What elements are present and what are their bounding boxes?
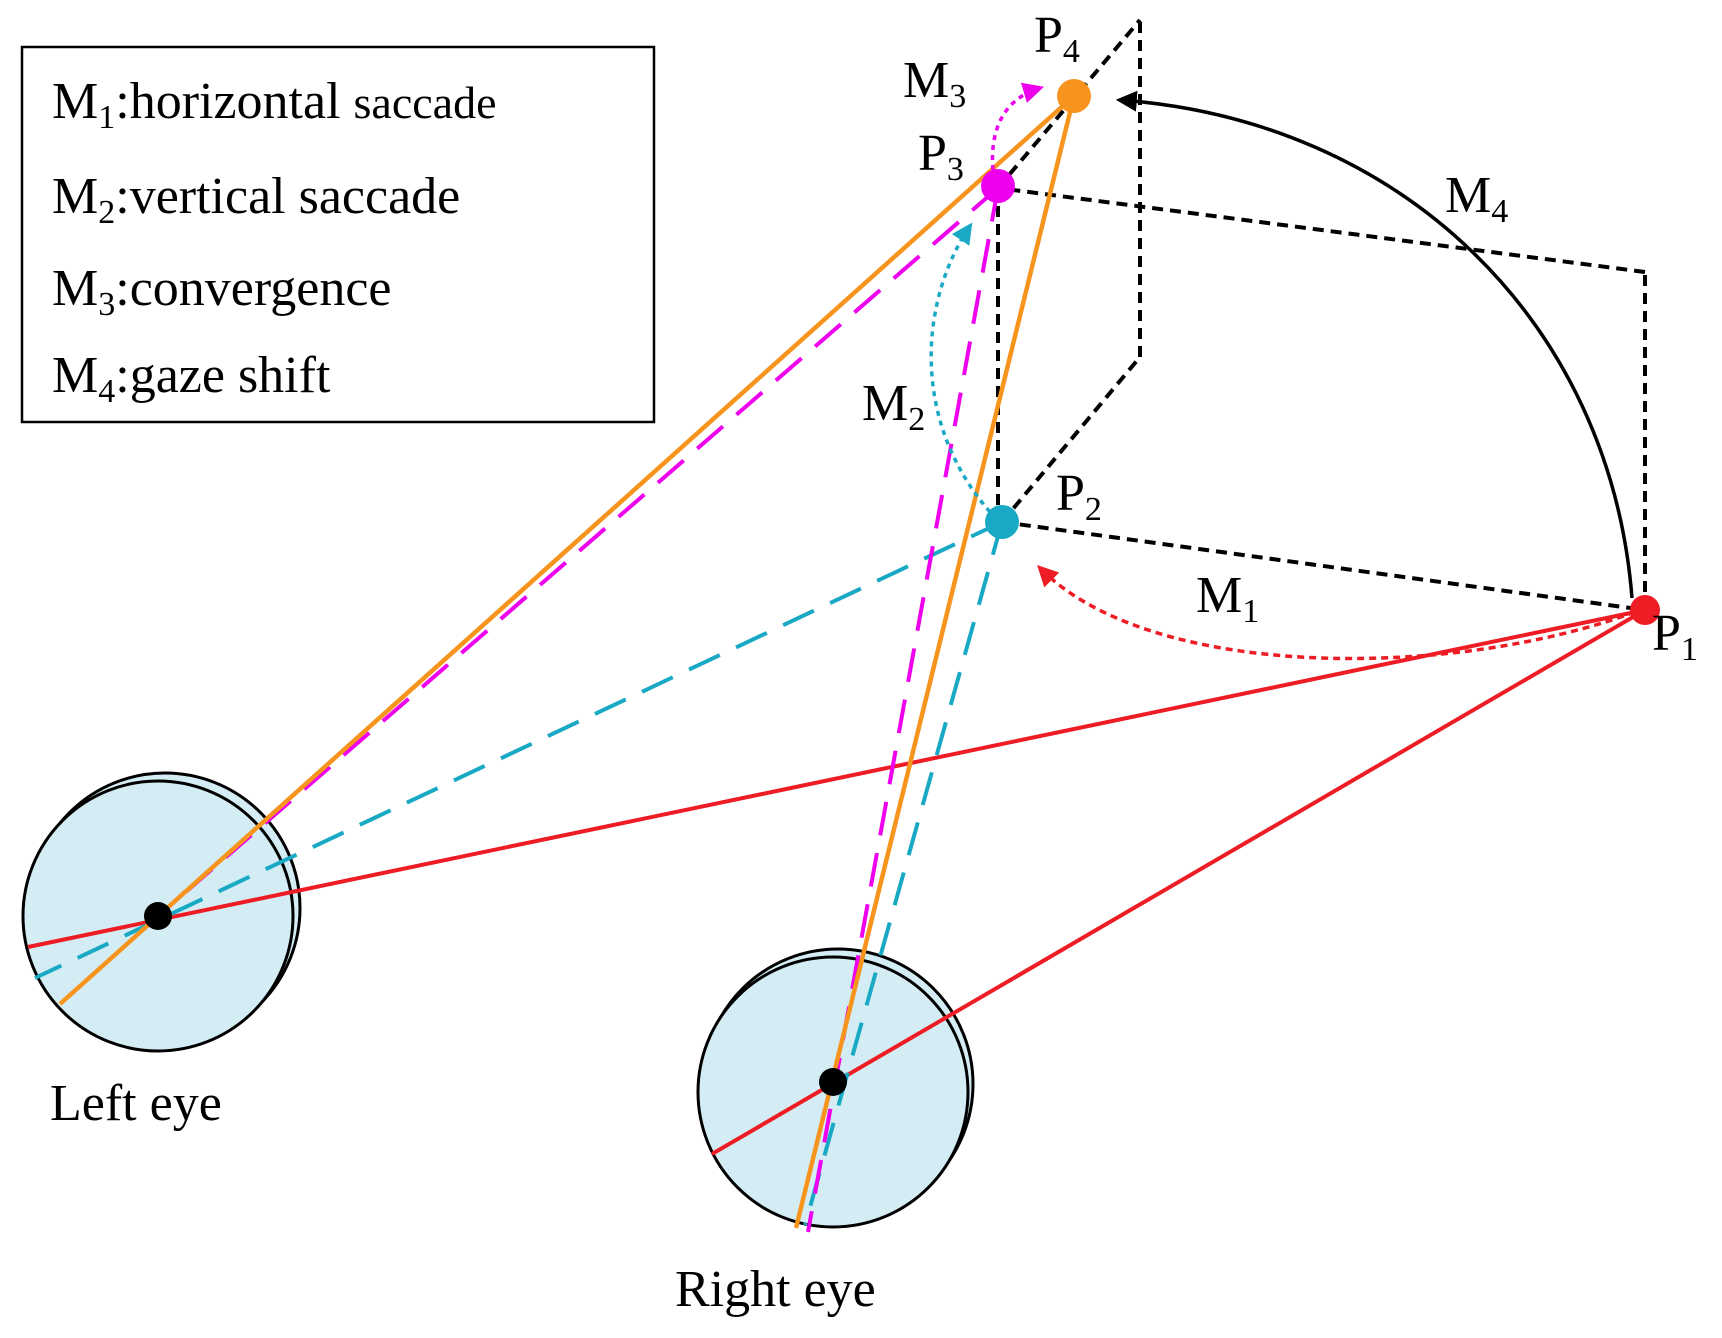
label-p1: P1: [1652, 605, 1698, 668]
guide-lines: [996, 18, 1647, 612]
gaze-lines-p1: [27, 608, 1647, 1156]
left-gaze-p3: [156, 186, 1000, 918]
label-right-eye: Right eye: [675, 1261, 876, 1318]
point-p4: [1057, 79, 1091, 113]
guide-top-right: [997, 186, 1646, 274]
right-gaze-p2: [803, 521, 1004, 1226]
label-p2: P2: [1056, 465, 1102, 528]
m2-arrow: [929, 222, 992, 514]
label-m1: M1: [1196, 567, 1259, 630]
legend: M1:horizontal saccade M2:vertical saccad…: [20, 45, 656, 424]
label-m2: M2: [862, 375, 925, 438]
point-p3: [981, 169, 1015, 203]
right-gaze-p4: [793, 95, 1077, 1229]
left-gaze-p4: [58, 94, 1076, 1006]
label-m4: M4: [1445, 167, 1508, 230]
label-p3: P3: [918, 125, 964, 188]
legend-item-m4: M4:gaze shift: [52, 347, 331, 410]
gaze-lines-p4: [58, 94, 1077, 1229]
right-eye-pupil: [819, 1068, 847, 1096]
legend-item-m2: M2:vertical saccade: [52, 168, 460, 231]
label-left-eye: Left eye: [50, 1075, 222, 1132]
point-p2: [985, 505, 1019, 539]
m4-arrow: [1115, 90, 1634, 599]
m3-arrow: [990, 82, 1045, 171]
guide-p2-p1: [1001, 520, 1646, 612]
gaze-lines-p2: [34, 520, 1004, 1226]
legend-item-m1: M1:horizontal saccade: [52, 73, 497, 136]
legend-box: [20, 45, 656, 424]
left-eye-pupil: [144, 902, 172, 930]
left-gaze-p2: [34, 520, 1003, 980]
right-gaze-p1: [710, 608, 1647, 1156]
label-m3: M3: [903, 52, 966, 115]
label-p4: P4: [1034, 7, 1080, 70]
m1-arrow: [1037, 565, 1636, 661]
point-p1: [1630, 595, 1660, 625]
left-gaze-p1: [27, 608, 1646, 949]
legend-item-m3: M3:convergence: [52, 260, 391, 323]
